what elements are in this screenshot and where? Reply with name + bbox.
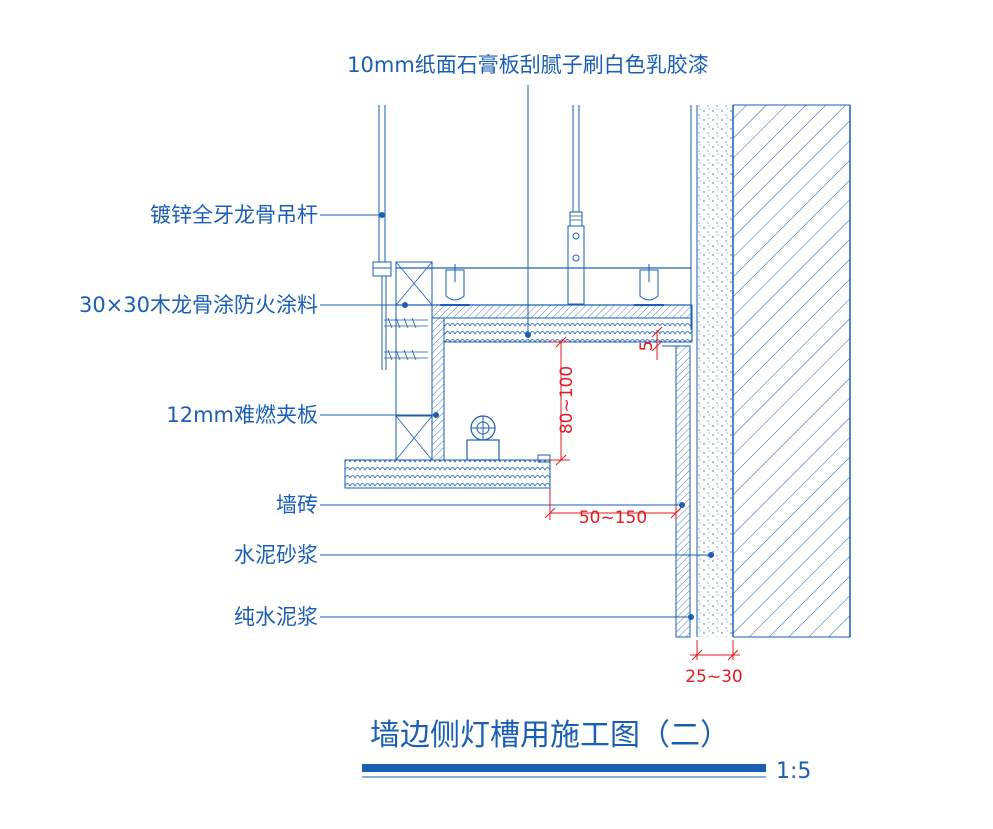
- gypsum-board-lower-ceiling: [344, 454, 551, 489]
- lamp-fixture: [466, 415, 500, 461]
- callout-gypsum-board: 10mm纸面石膏板刮腻子刷白色乳胶漆: [347, 53, 709, 77]
- dimension-gap: 5: [637, 341, 657, 352]
- callout-suspension-rod: 镀锌全牙龙骨吊杆: [150, 203, 318, 227]
- title-underline: [362, 764, 766, 772]
- drawing-scale: 1:5: [776, 759, 811, 784]
- suspension-rod-left: [372, 105, 392, 370]
- ceiling-main-runner: [396, 264, 691, 306]
- suspension-rod-middle: [567, 105, 585, 305]
- cement-mortar-layer: [690, 105, 733, 637]
- leader-lines: [320, 85, 714, 620]
- gypsum-board-cove: [443, 317, 693, 343]
- wood-batten-frame: [384, 261, 433, 461]
- drawing-title: 墙边侧灯槽用施工图（二）: [370, 718, 730, 753]
- concrete-wall: [732, 104, 851, 638]
- dimension-mortar-thickness: 25~30: [685, 667, 743, 687]
- callout-cement-mortar: 水泥砂浆: [234, 543, 318, 567]
- dimension-cove-height: 80~100: [557, 366, 577, 434]
- dimension-lines: [544, 326, 740, 661]
- wall-tile: [662, 345, 691, 638]
- callout-cement-paste: 纯水泥浆: [234, 605, 318, 629]
- callout-wood-batten: 30×30木龙骨涂防火涂料: [79, 293, 318, 317]
- dimension-cove-depth: 50~150: [579, 508, 647, 528]
- callout-wall-tile: 墙砖: [276, 493, 318, 517]
- callout-plywood: 12mm难燃夹板: [166, 403, 318, 427]
